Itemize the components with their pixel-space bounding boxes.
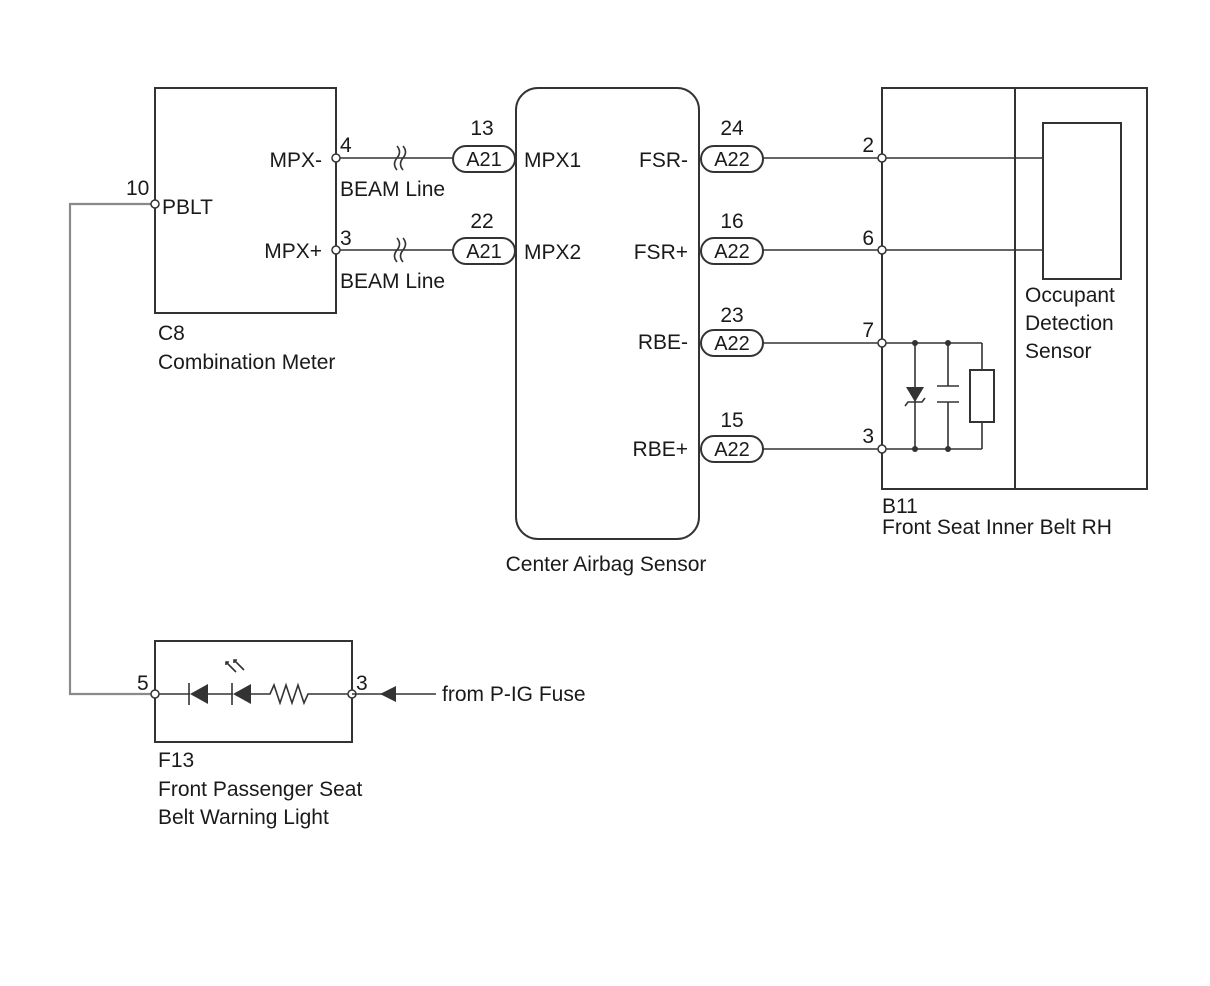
pin-number-3: 3 xyxy=(340,227,352,250)
pin-label-mpx-minus: MPX- xyxy=(270,149,323,172)
warning-light-name-line: Belt Warning Light xyxy=(158,806,329,829)
connector-a21 xyxy=(452,237,516,265)
pin-label-mpx-plus: MPX+ xyxy=(264,240,322,263)
terminal-icon xyxy=(877,444,887,454)
connector-label: A22 xyxy=(714,241,750,263)
arrow-left-icon xyxy=(380,686,396,702)
connector-label: A22 xyxy=(714,439,750,461)
terminal-icon xyxy=(150,199,160,209)
pin-number: 15 xyxy=(720,409,743,432)
pin-number-10: 10 xyxy=(126,177,149,200)
sensor-label-line: Detection xyxy=(1025,312,1114,335)
connector-label: A21 xyxy=(466,241,502,263)
beam-line-label: BEAM Line xyxy=(340,270,445,293)
warning-light-circuit: 5 3 from P-IG Fuse F13 Front Passenger S… xyxy=(68,199,586,829)
terminal-icon xyxy=(150,689,160,699)
sensor-wires xyxy=(763,157,882,450)
resistor-icon xyxy=(969,369,995,423)
beam-line-label: BEAM Line xyxy=(340,178,445,201)
warning-light-box xyxy=(154,640,353,743)
center-airbag-sensor-name: Center Airbag Sensor xyxy=(506,553,707,576)
pin-number: 2 xyxy=(862,134,874,157)
beam-break-icon xyxy=(393,145,407,171)
pin-number: 3 xyxy=(862,425,874,448)
terminal-icon xyxy=(877,245,887,255)
pin-number: 7 xyxy=(862,319,874,342)
connector-label: A21 xyxy=(466,149,502,171)
wire-pblt xyxy=(68,202,155,696)
junction-icon xyxy=(912,340,918,346)
junction-icon xyxy=(945,446,951,452)
terminal-icon xyxy=(331,153,341,163)
connector-label: A22 xyxy=(714,149,750,171)
junction-icon xyxy=(912,446,918,452)
pin-label-fsr-plus: FSR+ xyxy=(634,241,688,264)
pin-number: 16 xyxy=(720,210,743,233)
diode-icon xyxy=(190,684,208,704)
beam-wires: BEAM Line BEAM Line xyxy=(331,145,453,293)
pin-label-fsr-minus: FSR- xyxy=(639,149,688,172)
zener-diode-icon xyxy=(906,387,924,402)
fuse-source-label: from P-IG Fuse xyxy=(442,683,586,706)
pin-label-rbe-plus: RBE+ xyxy=(633,438,688,461)
connector-a22 xyxy=(700,145,764,173)
front-seat-inner-belt-name: Front Seat Inner Belt RH xyxy=(882,516,1112,539)
terminal-icon xyxy=(331,245,341,255)
pin-number: 13 xyxy=(470,117,493,140)
sensor-label-line: Sensor xyxy=(1025,340,1092,363)
combination-meter-code: C8 xyxy=(158,322,185,345)
pin-number-3: 3 xyxy=(356,672,368,695)
pin-number: 22 xyxy=(470,210,493,233)
warning-light-name-line: Front Passenger Seat xyxy=(158,778,362,801)
center-airbag-sensor: Center Airbag Sensor A21 13 MPX1 A21 22 … xyxy=(452,87,764,576)
connector-a22 xyxy=(700,237,764,265)
pin-number: 6 xyxy=(862,227,874,250)
pin-label-mpx1: MPX1 xyxy=(524,149,581,172)
terminal-icon xyxy=(877,338,887,348)
pin-label-rbe-minus: RBE- xyxy=(638,331,688,354)
pin-number-5: 5 xyxy=(137,672,149,695)
junction-icon xyxy=(945,340,951,346)
combination-meter: MPX- MPX+ PBLT 4 3 10 C8 Combination Met… xyxy=(126,87,352,374)
resistor-icon xyxy=(251,682,352,706)
connector-label: A22 xyxy=(714,333,750,355)
pin-label-mpx2: MPX2 xyxy=(524,241,581,264)
pin-number-4: 4 xyxy=(340,134,352,157)
light-emission-icon xyxy=(225,659,245,673)
combination-meter-name: Combination Meter xyxy=(158,351,335,374)
occupant-detection-sensor-box xyxy=(1042,122,1122,280)
front-seat-inner-belt: 2 6 7 3 Occupant Detection Sensor B11 Fr… xyxy=(862,87,1148,539)
beam-break-icon xyxy=(393,237,407,263)
front-seat-inner-belt-code: B11 xyxy=(882,495,918,518)
center-airbag-sensor-box xyxy=(515,87,700,540)
pin-number: 23 xyxy=(720,304,743,327)
sensor-label-line: Occupant xyxy=(1025,284,1115,307)
connector-a21 xyxy=(452,145,516,173)
terminal-icon xyxy=(877,153,887,163)
led-icon xyxy=(233,684,251,704)
zener-diode-icon xyxy=(904,397,926,407)
pin-label-pblt: PBLT xyxy=(162,196,213,219)
warning-light-code: F13 xyxy=(158,749,194,772)
pin-number: 24 xyxy=(720,117,744,140)
